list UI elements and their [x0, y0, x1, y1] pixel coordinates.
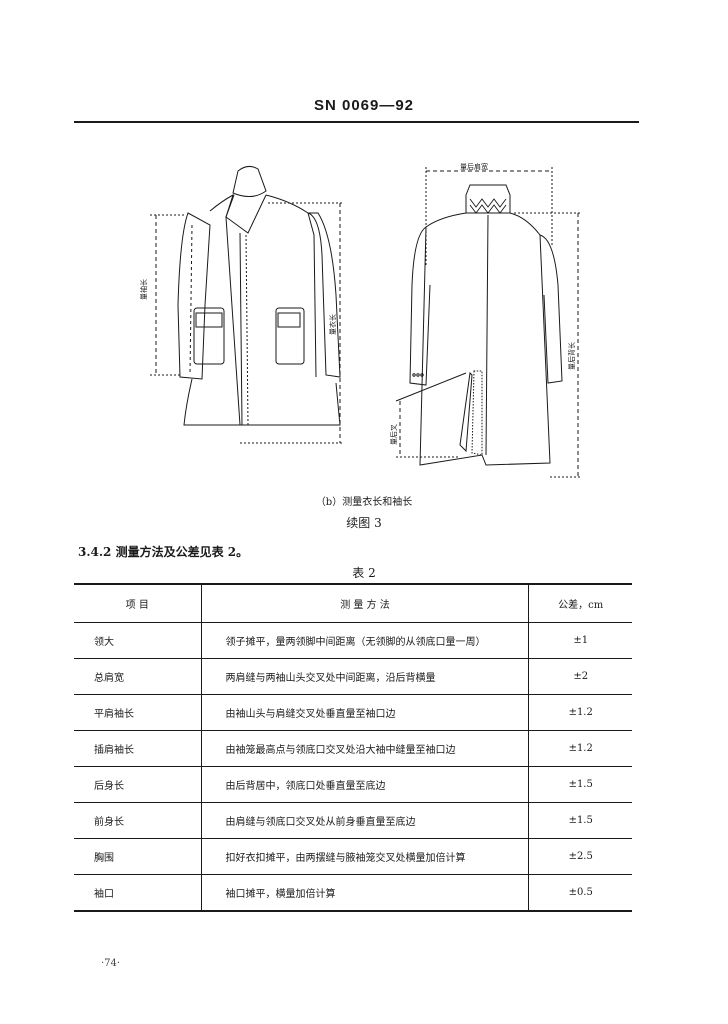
row-item: 平肩袖长: [74, 694, 202, 731]
row-tolerance: ±2.5: [528, 838, 632, 875]
back-coat-drawing: [395, 167, 582, 478]
back-shoulder-label: 量后肩宽: [460, 162, 488, 171]
figure-caption: （b）测量衣长和袖长: [315, 497, 413, 508]
row-tolerance: ±1.5: [528, 766, 632, 803]
table-row: 领大 领子摊平，量两领脚中间距离（无领脚的从领底口量一周） ±1: [74, 622, 632, 659]
front-coat-drawing: [150, 165, 344, 444]
row-tolerance: ±1.5: [528, 802, 632, 839]
table-header-row: 项 目 测 量 方 法 公差，cm: [74, 583, 632, 623]
back-length-label: 量后背长: [567, 342, 576, 370]
row-item: 胸围: [74, 838, 202, 875]
page-header: SN 0069—92: [313, 97, 415, 114]
row-item: 前身长: [74, 802, 202, 839]
table-row: 后身长 由后背居中，领底口处垂直量至底边 ±1.5: [74, 766, 632, 803]
row-method: 袖口摊平，横量加倍计算: [201, 874, 530, 912]
table-row: 总肩宽 两肩缝与两袖山头交叉处中间距离，沿后背横量 ±2: [74, 658, 632, 695]
row-method: 扣好衣扣摊平，由两摆缝与腋袖笼交叉处横量加倍计算: [201, 838, 530, 875]
row-method: 由后背居中，领底口处垂直量至底边: [201, 766, 530, 803]
header-item: 项 目: [74, 583, 202, 623]
row-item: 插肩袖长: [74, 730, 202, 767]
row-tolerance: ±0.5: [528, 874, 632, 912]
row-tolerance: ±1: [528, 622, 632, 659]
table-title: 表 2: [352, 566, 376, 580]
header-tolerance: 公差，cm: [528, 583, 632, 623]
row-item: 领大: [74, 622, 202, 659]
row-tolerance: ±2: [528, 658, 632, 695]
row-method: 由肩缝与领底口交叉处从前身垂直量至底边: [201, 802, 530, 839]
header-rule: [74, 121, 639, 123]
row-item: 后身长: [74, 766, 202, 803]
table-row: 插肩袖长 由袖笼最高点与领底口交叉处沿大袖中缝量至袖口边 ±1.2: [74, 730, 632, 767]
measurement-table: 项 目 测 量 方 法 公差，cm 领大 领子摊平，量两领脚中间距离（无领脚的从…: [74, 583, 632, 912]
coat-measurement-figure: 量袖长 量衣长 量后肩宽 量后背长 量后叉: [139, 162, 582, 478]
row-method: 由袖笼最高点与领底口交叉处沿大袖中缝量至袖口边: [201, 730, 530, 767]
table-row: 胸围 扣好衣扣摊平，由两摆缝与腋袖笼交叉处横量加倍计算 ±2.5: [74, 838, 632, 875]
table-row: 平肩袖长 由袖山头与肩缝交叉处垂直量至袖口边 ±1.2: [74, 694, 632, 731]
table-row: 前身长 由肩缝与领底口交叉处从前身垂直量至底边 ±1.5: [74, 802, 632, 839]
section-heading: 3.4.2 测量方法及公差见表 2。: [78, 545, 249, 559]
body-length-label: 量衣长: [328, 314, 337, 335]
table-row: 袖口 袖口摊平，横量加倍计算 ±0.5: [74, 874, 632, 912]
row-method: 两肩缝与两袖山头交叉处中间距离，沿后背横量: [201, 658, 530, 695]
row-tolerance: ±1.2: [528, 694, 632, 731]
sleeve-length-label: 量袖长: [139, 279, 148, 300]
figure-title: 续图 3: [346, 516, 382, 530]
row-item: 袖口: [74, 874, 202, 912]
row-method: 领子摊平，量两领脚中间距离（无领脚的从领底口量一周）: [201, 622, 530, 659]
row-tolerance: ±1.2: [528, 730, 632, 767]
row-method: 由袖山头与肩缝交叉处垂直量至袖口边: [201, 694, 530, 731]
row-item: 总肩宽: [74, 658, 202, 695]
back-slit-label: 量后叉: [389, 424, 398, 445]
header-method: 测 量 方 法: [201, 583, 530, 623]
page-number: ·74·: [101, 958, 121, 969]
